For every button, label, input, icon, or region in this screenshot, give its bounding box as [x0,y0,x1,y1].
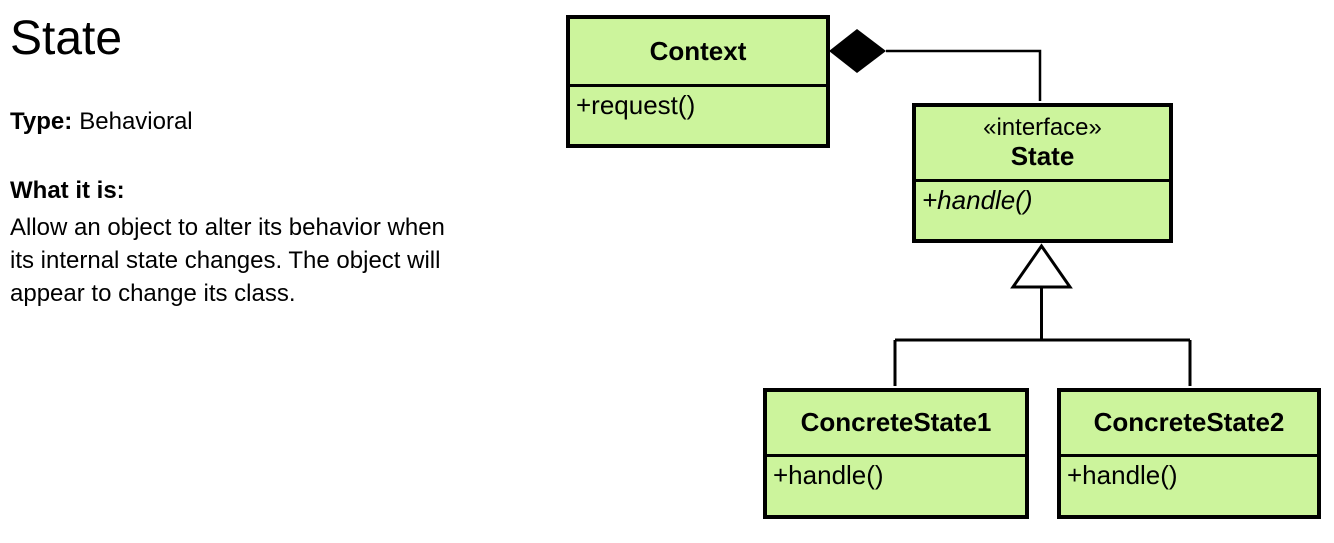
uml-class-concretestate1-methods: +handle() [767,457,1025,515]
pattern-title: State [10,12,123,65]
uml-class-concretestate1-header: ConcreteState1 [767,392,1025,457]
uml-interface-state: «interface» State +handle() [912,103,1173,243]
uml-method: +handle() [1067,460,1178,490]
type-value: Behavioral [79,108,193,135]
uml-class-concretestate2-methods: +handle() [1061,457,1317,515]
composition-diamond-icon [829,29,886,73]
pattern-type-line: Type:Behavioral [10,108,193,137]
uml-class-name: Context [649,35,747,66]
composition-connector-context-state [829,29,1042,101]
description-line: Allow an object to alter its behavior wh… [10,214,445,241]
uml-method: +handle() [773,460,884,490]
description-line: appear to change its class. [10,280,296,307]
realization-connector-concretestates-state [893,243,1192,386]
uml-class-name: ConcreteState1 [800,407,992,438]
uml-class-context: Context +request() [566,15,830,148]
uml-class-context-methods: +request() [570,87,826,144]
uml-method: +handle() [922,185,1033,215]
uml-class-name: ConcreteState2 [1093,407,1285,438]
type-label: Type: [10,108,73,135]
uml-interface-state-header: «interface» State [916,107,1169,182]
uml-class-context-header: Context [570,19,826,87]
uml-class-concretestate2: ConcreteState2 +handle() [1057,388,1321,519]
what-it-is-label: What it is: [10,177,125,204]
description-line: its internal state changes. The object w… [10,247,441,274]
uml-interface-state-methods: +handle() [916,182,1169,239]
uml-class-name: State [1010,141,1075,172]
uml-stereotype: «interface» [983,113,1102,141]
uml-method: +request() [576,90,696,120]
pattern-description: Allow an object to alter its behavior wh… [10,211,445,310]
uml-class-concretestate2-header: ConcreteState2 [1061,392,1317,457]
uml-class-concretestate1: ConcreteState1 +handle() [763,388,1029,519]
generalization-triangle-icon [1010,243,1073,289]
